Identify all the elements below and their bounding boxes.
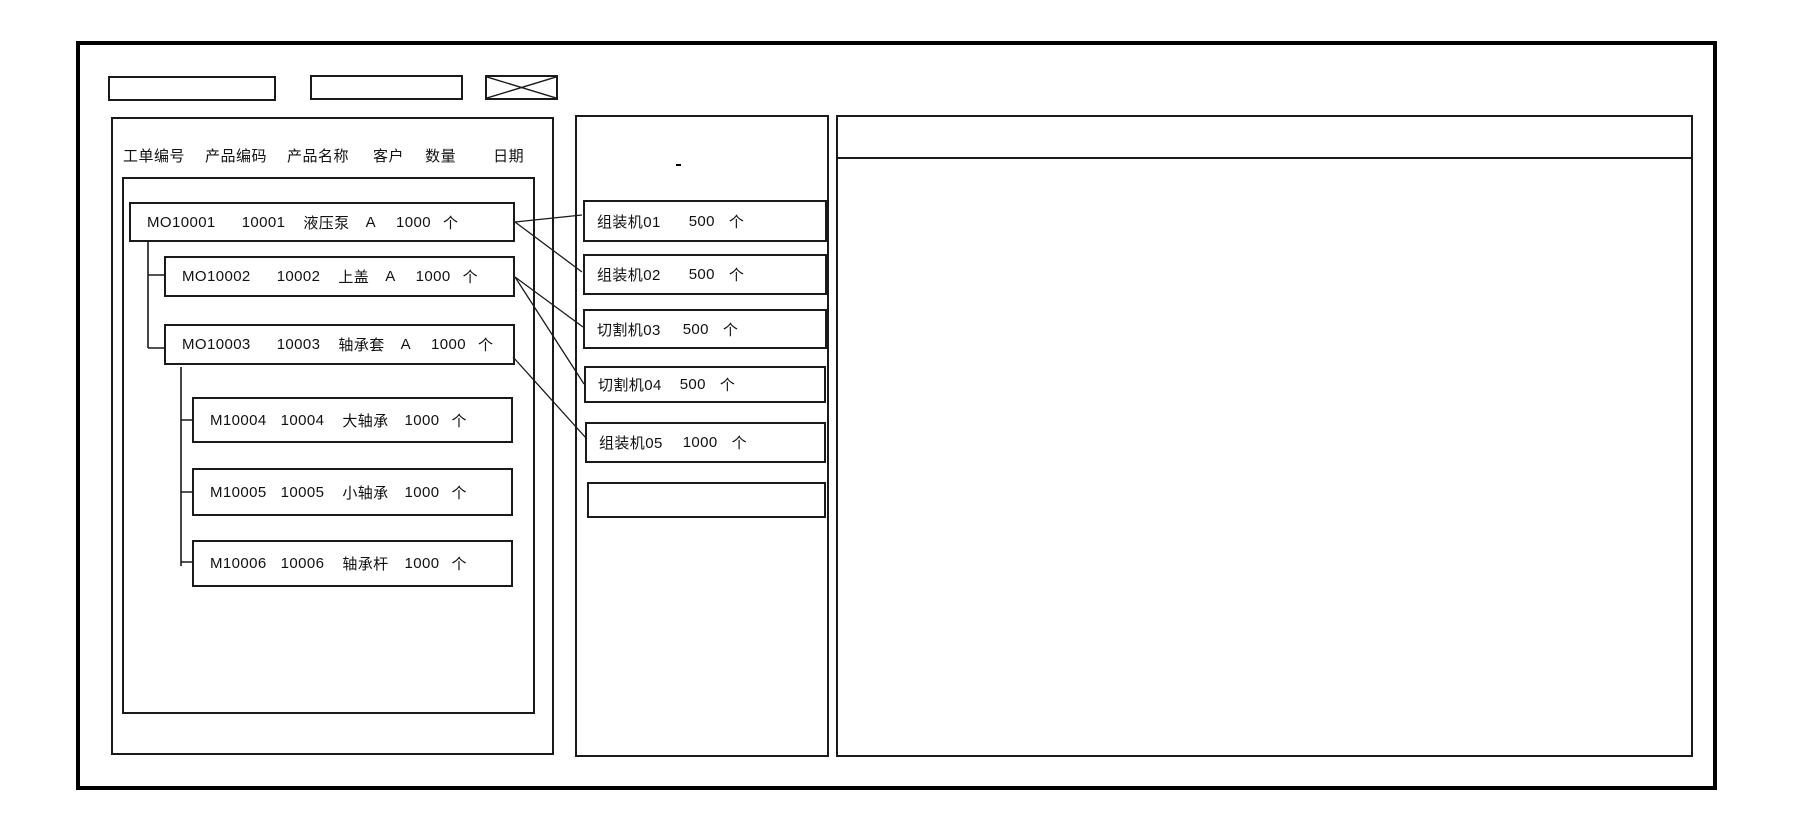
machine-unit: 个 (728, 213, 745, 231)
machine-slot-05[interactable]: 组装机05 1000 个 (585, 422, 826, 463)
customer: A (365, 213, 377, 231)
toolbar-field-2[interactable] (310, 75, 463, 100)
x-icon (486, 76, 557, 99)
qty: 1000 (404, 411, 440, 429)
product-code: 10004 (280, 411, 325, 429)
customer: A (400, 336, 412, 353)
detail-panel-header-divider (836, 157, 1693, 159)
column-header-product-code: 产品编码 (205, 147, 268, 165)
order-node-m10006[interactable]: M10006 10006 轴承杆 1000 个 (192, 540, 513, 587)
unit: 个 (451, 412, 467, 430)
unit: 个 (462, 269, 479, 286)
machine-unit: 个 (728, 267, 745, 284)
machine-name: 组装机05 (599, 435, 663, 452)
order-no: MO10002 (182, 268, 251, 285)
machine-qty: 1000 (682, 434, 718, 451)
machine-qty: 500 (688, 266, 715, 283)
product-name: 大轴承 (342, 412, 389, 430)
order-no: M10004 (210, 411, 267, 429)
product-code: 10002 (276, 268, 321, 285)
product-code: 10005 (280, 483, 325, 501)
order-node-mo10002[interactable]: MO10002 10002 上盖 A 1000 个 (164, 256, 515, 297)
order-no: M10005 (210, 483, 267, 501)
product-code: 10006 (280, 555, 325, 572)
column-header-date: 日期 (493, 147, 525, 165)
column-header-order-no: 工单编号 (123, 147, 186, 165)
product-name: 液压泵 (303, 214, 350, 232)
order-no: M10006 (210, 555, 267, 572)
qty: 1000 (396, 213, 431, 231)
column-header-qty: 数量 (425, 147, 457, 165)
machine-slot-02[interactable]: 组装机02 500 个 (583, 254, 827, 295)
customer: A (385, 268, 396, 285)
order-node-m10005[interactable]: M10005 10005 小轴承 1000 个 (192, 468, 513, 516)
order-node-m10004[interactable]: M10004 10004 大轴承 1000 个 (192, 397, 513, 443)
order-no: MO10003 (182, 336, 251, 353)
order-no: MO10001 (147, 213, 216, 231)
machine-qty: 500 (682, 320, 709, 338)
product-name: 轴承杆 (342, 556, 389, 573)
product-name: 小轴承 (342, 484, 389, 502)
machine-slot-03[interactable]: 切割机03 500 个 (583, 309, 827, 349)
column-header-row: 工单编号 产品编码 产品名称 客户 数量 日期 (123, 146, 525, 165)
machine-unit: 个 (719, 377, 736, 394)
product-code: 10003 (276, 336, 321, 353)
column-header-product-name: 产品名称 (287, 147, 350, 165)
unit: 个 (478, 337, 494, 354)
unit: 个 (451, 484, 467, 502)
qty: 1000 (404, 555, 440, 572)
product-code: 10001 (241, 213, 286, 231)
order-node-mo10003[interactable]: MO10003 10003 轴承套 A 1000 个 (164, 324, 515, 365)
machine-slot-01[interactable]: 组装机01 500 个 (583, 200, 827, 242)
machine-slot-empty[interactable] (587, 482, 826, 518)
crossed-image-placeholder[interactable] (485, 75, 558, 100)
qty: 1000 (404, 483, 440, 501)
window-frame (76, 41, 1717, 790)
machine-unit: 个 (731, 435, 748, 452)
machine-qty: 500 (679, 376, 706, 393)
toolbar-field-1[interactable] (108, 76, 276, 101)
product-name: 轴承套 (338, 337, 385, 354)
column-header-customer: 客户 (373, 147, 405, 165)
unit: 个 (443, 214, 459, 232)
qty: 1000 (431, 336, 466, 353)
machine-name: 切割机03 (597, 321, 661, 339)
machine-unit: 个 (722, 321, 739, 339)
detail-panel (836, 115, 1693, 757)
order-node-mo10001[interactable]: MO10001 10001 液压泵 A 1000 个 (129, 202, 515, 242)
qty: 1000 (415, 268, 451, 285)
placeholder-dot (676, 164, 681, 166)
unit: 个 (451, 556, 467, 573)
product-name: 上盖 (338, 269, 370, 286)
machine-qty: 500 (688, 212, 715, 230)
machine-name: 组装机01 (597, 213, 661, 231)
machine-name: 切割机04 (598, 377, 662, 394)
machine-slot-04[interactable]: 切割机04 500 个 (584, 366, 826, 403)
machine-name: 组装机02 (597, 267, 661, 284)
